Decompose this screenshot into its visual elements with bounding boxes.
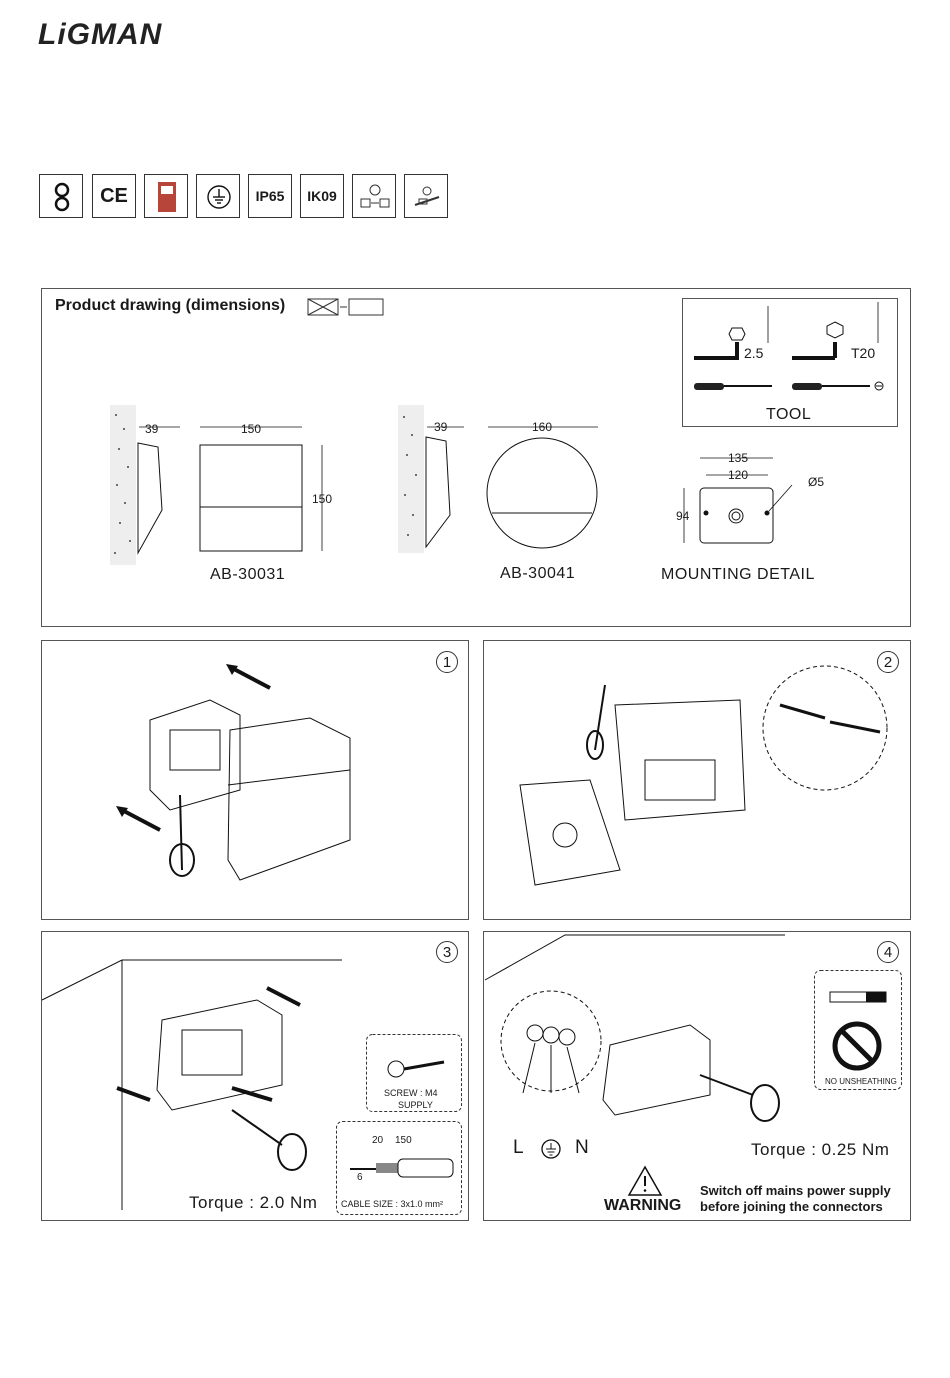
terminal-n: N: [575, 1137, 589, 1158]
ab-30041-drawing: [398, 405, 598, 553]
ab-30031-drawing: [110, 405, 323, 565]
drawing-title: Product drawing (dimensions): [55, 297, 286, 314]
step-2-number: 2: [877, 651, 899, 673]
step-4-illustration: [484, 934, 785, 1122]
step-4-panel: [483, 931, 911, 1221]
earth-terminal-icon: [541, 1139, 561, 1159]
step-1-number: 1: [436, 651, 458, 673]
step-4-torque: Torque : 0.25 Nm: [751, 1140, 890, 1159]
mounting-height: 94: [676, 509, 690, 523]
mounting-plate-drawing: [683, 457, 793, 544]
cable-dim-2: 150: [395, 1135, 412, 1146]
product-drawing-panel: [41, 288, 911, 627]
ab-30031-label: AB-30031: [210, 566, 286, 583]
step-3-illustration: [41, 959, 342, 1210]
tool-diagram: [694, 302, 884, 391]
mounting-inner: 120: [728, 468, 749, 482]
tool-box: [682, 298, 898, 427]
ab-30031-depth: 39: [145, 422, 159, 436]
step-2-illustration: [519, 665, 888, 886]
earth-ground-icon: [196, 174, 240, 218]
mounting-outer: 135: [728, 451, 749, 465]
screw-supply: SUPPLY: [398, 1100, 433, 1110]
class-ii-icon: [39, 174, 83, 218]
ik09-badge: IK09: [300, 174, 344, 218]
tool-label: TOOL: [766, 406, 812, 423]
step-1-illustration: [116, 664, 351, 881]
step-3-number: 3: [436, 941, 458, 963]
ip65-badge: IP65: [248, 174, 292, 218]
wall-mount-icon: [307, 298, 384, 316]
voltage-rating-icon: [352, 174, 396, 218]
cable-size-label: CABLE SIZE : 3x1.0 mm²: [341, 1199, 444, 1209]
ce-mark-icon: CE: [92, 174, 136, 218]
ab-30031-width: 150: [241, 422, 262, 436]
step-2-panel: [483, 640, 911, 920]
ab-30031-height: 150: [312, 492, 333, 506]
screw-inset: [366, 1034, 462, 1112]
ab-30041-label: AB-30041: [500, 565, 576, 582]
cable-dim-3: 6: [357, 1172, 363, 1183]
hex-size: 2.5: [744, 345, 764, 361]
screw-label: SCREW : M4: [384, 1088, 438, 1098]
warning-line-2: before joining the connectors: [700, 1199, 883, 1214]
ab-30041-width: 160: [532, 420, 553, 434]
terminal-l: L: [513, 1137, 524, 1158]
step-4-number: 4: [877, 941, 899, 963]
torx-size: T20: [851, 345, 876, 361]
step-1-panel: [41, 640, 469, 920]
ab-30041-depth: 39: [434, 420, 448, 434]
ce-mark-text: CE: [100, 184, 128, 207]
ip65-text: IP65: [255, 188, 285, 204]
warning-label: WARNING: [604, 1197, 682, 1214]
brand-logo: LiGMAN: [38, 18, 163, 51]
connector-icon: [404, 174, 448, 218]
cable-inset: [336, 1121, 462, 1215]
ik09-text: IK09: [307, 188, 337, 204]
safety-cert-icon: [144, 174, 188, 218]
warning-triangle-icon: [627, 1165, 663, 1196]
no-unsheathing-label: NO UNSHEATHING: [825, 1077, 897, 1086]
mounting-hole: Ø5: [808, 475, 825, 489]
cable-dim-1: 20: [372, 1135, 384, 1146]
warning-line-1: Switch off mains power supply: [700, 1183, 891, 1198]
no-unsheathing-inset: [814, 970, 902, 1090]
step-3-torque: Torque : 2.0 Nm: [189, 1193, 318, 1212]
mounting-label: MOUNTING DETAIL: [661, 566, 815, 583]
